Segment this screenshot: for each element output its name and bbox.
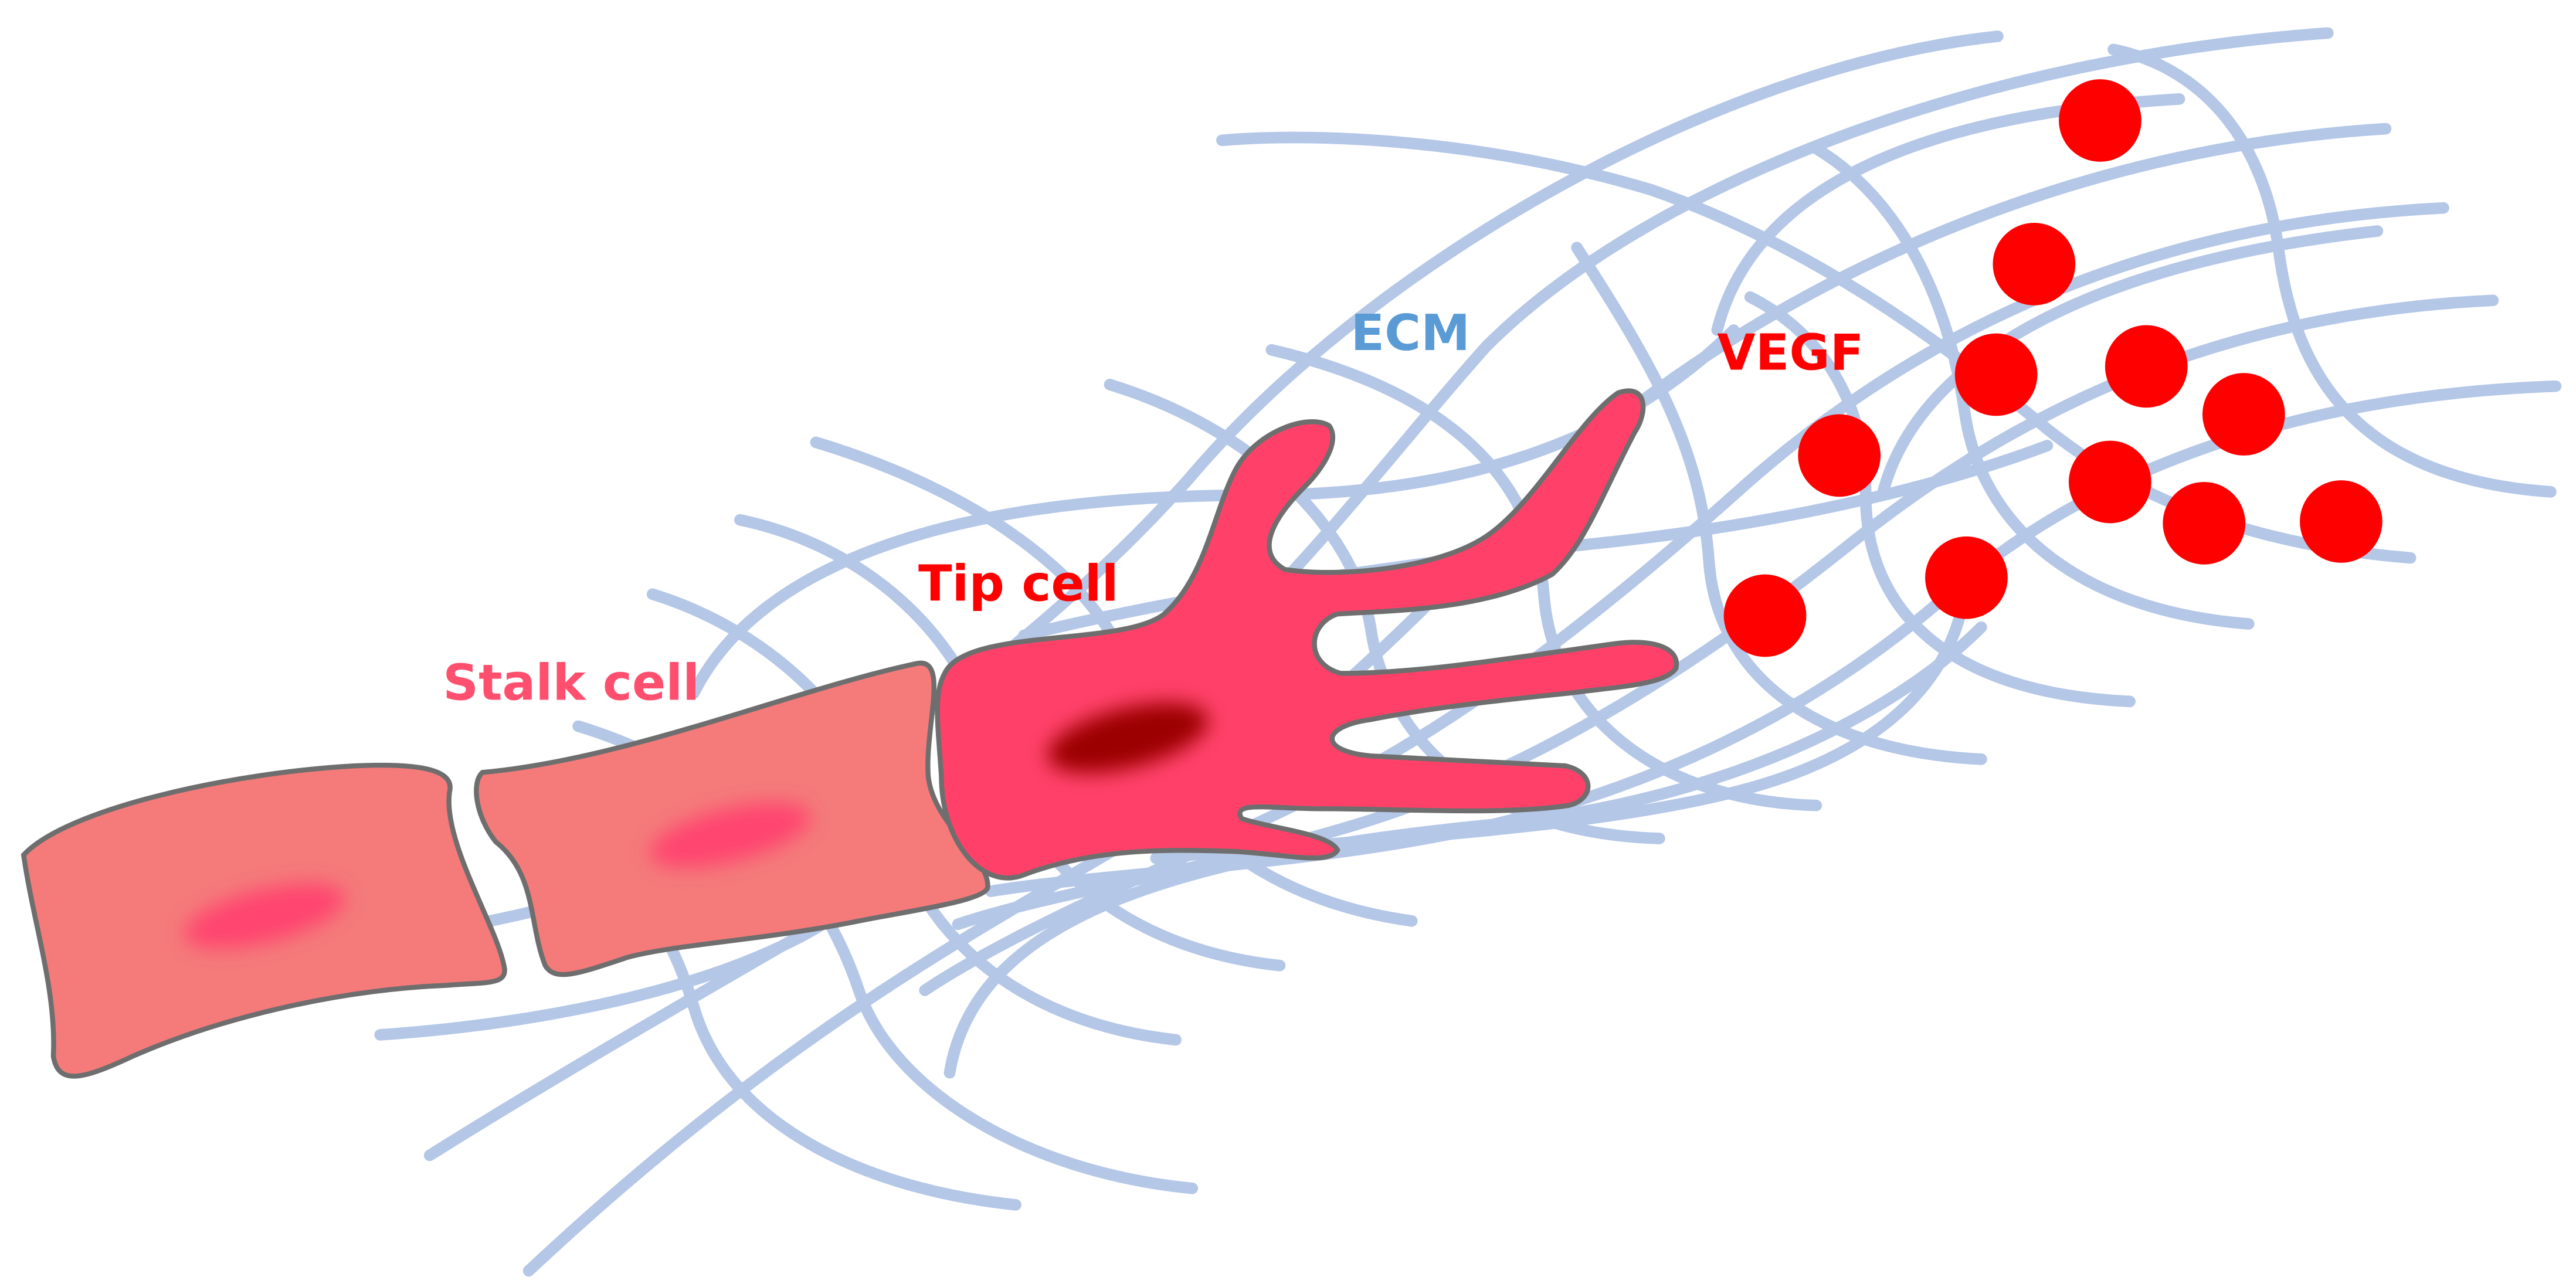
vegf-label: VEGF bbox=[1717, 324, 1864, 382]
stalk-cell-left bbox=[21, 762, 507, 1079]
tip-cell bbox=[935, 388, 1679, 881]
stalk-cell-middle bbox=[474, 660, 990, 977]
stalk-cell-nucleus bbox=[184, 883, 345, 949]
vegf-molecule bbox=[1993, 223, 2076, 305]
ecm-fiber bbox=[1744, 291, 2136, 708]
vegf-molecule bbox=[1925, 536, 2008, 619]
tip-cell-nucleus bbox=[1047, 702, 1209, 773]
vegf-molecule bbox=[2300, 480, 2382, 563]
ecm-fiber bbox=[1571, 242, 1987, 765]
vegf-molecule bbox=[2105, 325, 2188, 408]
vegf-molecule bbox=[2163, 481, 2246, 565]
vegf-molecules bbox=[1723, 79, 2382, 657]
vegf-molecule bbox=[2068, 440, 2151, 524]
vegf-molecule bbox=[2059, 79, 2141, 162]
ecm-label: ECM bbox=[1350, 304, 1470, 362]
vegf-molecule bbox=[1954, 333, 2038, 416]
ecm-fiber bbox=[1265, 344, 1822, 811]
ecm-fiber bbox=[1876, 225, 2384, 501]
stalk-cell-nucleus bbox=[650, 802, 811, 868]
vegf-molecule bbox=[2202, 373, 2285, 456]
vegf-molecule bbox=[1798, 414, 1881, 497]
ecm-fiber bbox=[522, 123, 2392, 1277]
ecm-fiber bbox=[2107, 43, 2557, 498]
ecm-fiber bbox=[943, 621, 1987, 1079]
vegf-molecule bbox=[1723, 574, 1807, 657]
tip-cell-label: Tip cell bbox=[918, 555, 1119, 613]
ecm-fiber bbox=[1810, 142, 2255, 630]
ecm-fiber-network bbox=[374, 27, 2562, 1277]
stalk-cell-label: Stalk cell bbox=[443, 654, 700, 712]
